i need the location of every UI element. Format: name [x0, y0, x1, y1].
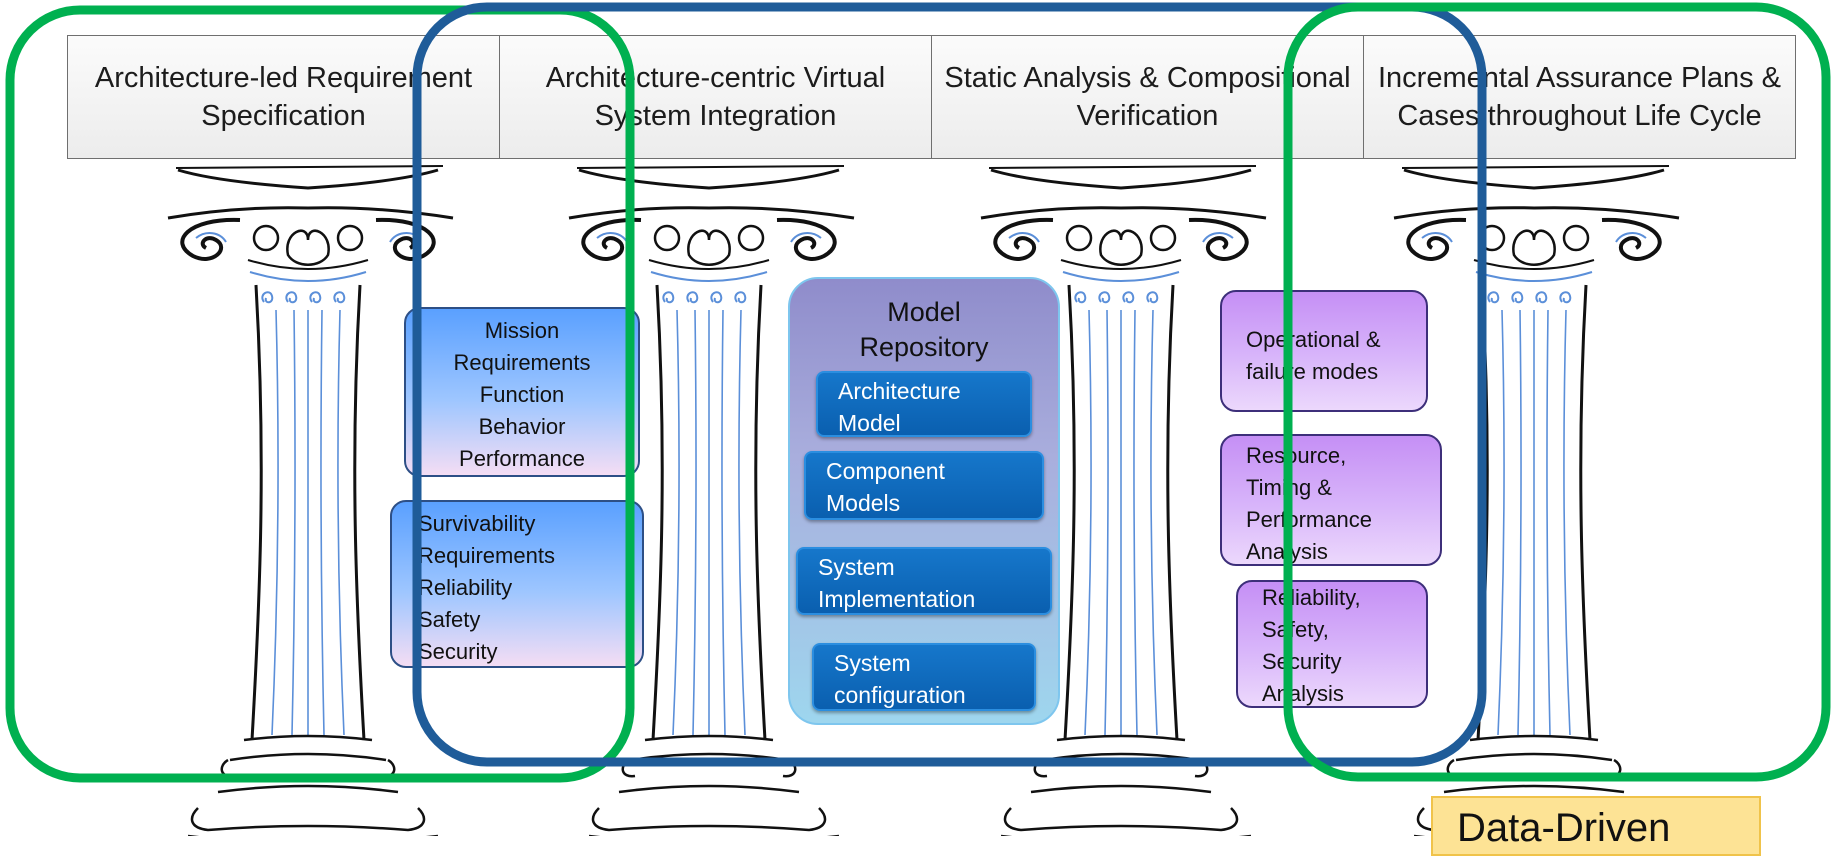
system-implementation-box: System Implementation: [796, 547, 1052, 615]
mission-line: Performance: [459, 446, 585, 471]
ops-line: failure modes: [1246, 359, 1379, 384]
header-virtual-integration: Architecture-centric Virtual System Inte…: [500, 36, 932, 158]
model-repository-title: Model Repository: [790, 295, 1058, 365]
survivability-line: Survivability: [418, 511, 536, 536]
operational-failure-modes-box: Operational & failure modes: [1220, 290, 1428, 412]
rel-line: Security: [1262, 649, 1342, 674]
repo-item-line: Implementation: [818, 586, 976, 612]
repo-item-line: System: [834, 650, 911, 676]
rel-line: Reliability,: [1262, 585, 1361, 610]
res-line: Timing &: [1246, 475, 1332, 500]
header-requirement-spec: Architecture-led Requirement Specificati…: [68, 36, 500, 158]
res-line: Performance: [1246, 507, 1372, 532]
resource-timing-box: Resource, Timing & Performance Analysis: [1220, 434, 1442, 566]
pillar-header-row: Architecture-led Requirement Specificati…: [67, 35, 1796, 159]
system-configuration-box: System configuration: [812, 643, 1036, 711]
mission-requirements-box: Mission Requirements Function Behavior P…: [404, 307, 640, 477]
ops-line: Operational &: [1246, 327, 1381, 352]
repository-title-line: Repository: [859, 332, 989, 362]
repo-item-line: Model: [838, 410, 901, 436]
header-assurance-cases: Incremental Assurance Plans & Cases thro…: [1378, 61, 1781, 132]
repository-title-line: Model: [887, 297, 961, 327]
pillars-diagram: Architecture-led Requirement Specificati…: [5, 2, 1831, 856]
repo-item-line: Architecture: [838, 378, 961, 404]
repo-item-line: System: [818, 554, 895, 580]
header-static-analysis: Static Analysis & Compositional Verifica…: [932, 36, 1364, 158]
survivability-line: Safety: [418, 607, 481, 632]
survivability-requirements-box: Survivability Requirements Reliability S…: [390, 500, 644, 668]
survivability-line: Reliability: [418, 575, 513, 600]
mission-line: Requirements: [453, 350, 591, 375]
data-driven-label: Data-Driven: [1431, 796, 1761, 856]
repo-item-line: configuration: [834, 682, 966, 708]
mission-line: Behavior: [478, 414, 566, 439]
rel-line: Analysis: [1262, 681, 1344, 706]
survivability-line: Security: [418, 639, 498, 664]
survivability-line: Requirements: [418, 543, 555, 568]
mission-line: Function: [479, 382, 565, 407]
repo-item-line: Models: [826, 490, 901, 516]
res-line: Analysis: [1246, 539, 1328, 564]
repo-item-line: Component: [826, 458, 945, 484]
architecture-model-box: Architecture Model: [816, 371, 1032, 437]
component-models-box: Component Models: [804, 451, 1044, 520]
mission-line: Mission: [484, 318, 560, 343]
reliability-safety-box: Reliability, Safety, Security Analysis: [1236, 580, 1428, 708]
res-line: Resource,: [1246, 443, 1347, 468]
rel-line: Safety,: [1262, 617, 1329, 642]
